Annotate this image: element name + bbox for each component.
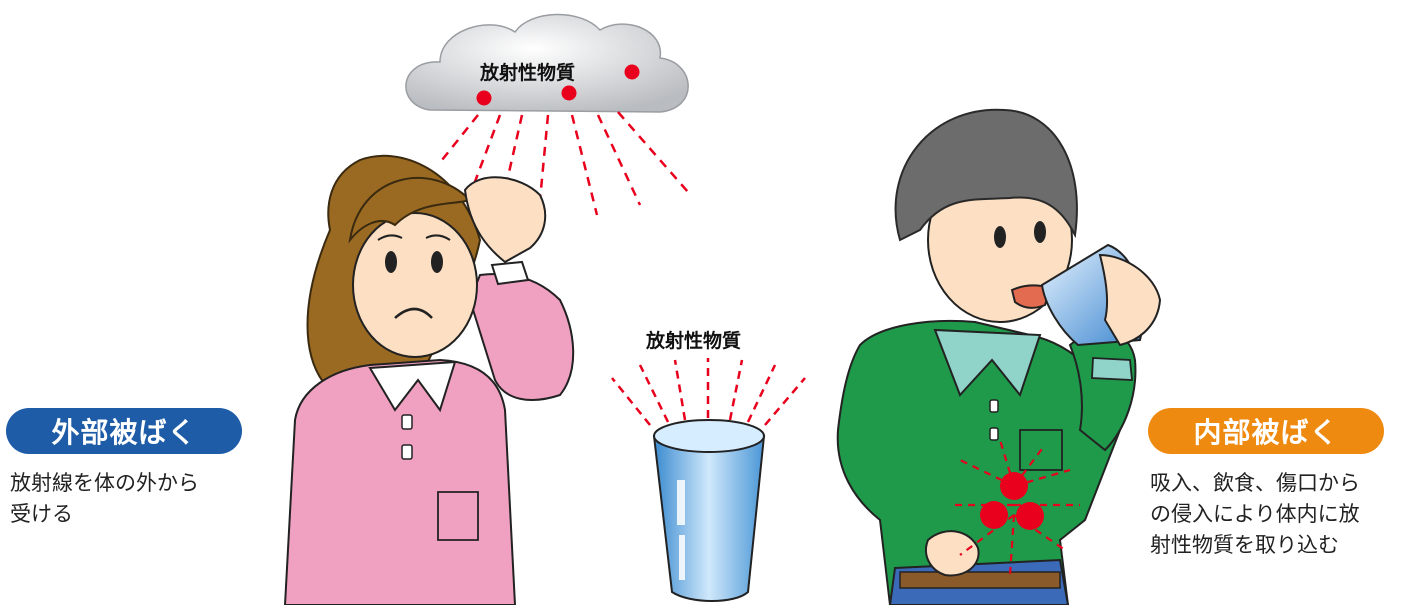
caption-line: 吸入、飲食、傷口から [1150, 468, 1395, 499]
particle-dot [625, 65, 640, 80]
caption-line: の侵入により体内に放 [1150, 499, 1395, 530]
particle-dot [1016, 502, 1044, 530]
woman-figure [285, 156, 573, 605]
external-exposure-badge: 外部被ばく [6, 408, 242, 454]
external-exposure-caption: 放射線を体の外から 受ける [10, 468, 250, 530]
internal-exposure-caption: 吸入、飲食、傷口から の侵入により体内に放 射性物質を取り込む [1150, 468, 1395, 561]
particle-dot [477, 91, 492, 106]
particle-dot [1000, 472, 1028, 500]
caption-line: 受ける [10, 499, 250, 530]
cup-substance-label: 放射性物質 [646, 326, 741, 353]
caption-line: 放射線を体の外から [10, 468, 250, 499]
man-figure [838, 110, 1160, 605]
particle-dot [562, 86, 577, 101]
radiation-rays-cup [612, 358, 805, 425]
cloud-substance-label: 放射性物質 [480, 58, 575, 85]
internal-exposure-badge: 内部被ばく [1148, 408, 1384, 454]
particle-dot [980, 501, 1008, 529]
caption-line: 射性物質を取り込む [1150, 530, 1395, 561]
radioactive-cup [612, 358, 805, 601]
